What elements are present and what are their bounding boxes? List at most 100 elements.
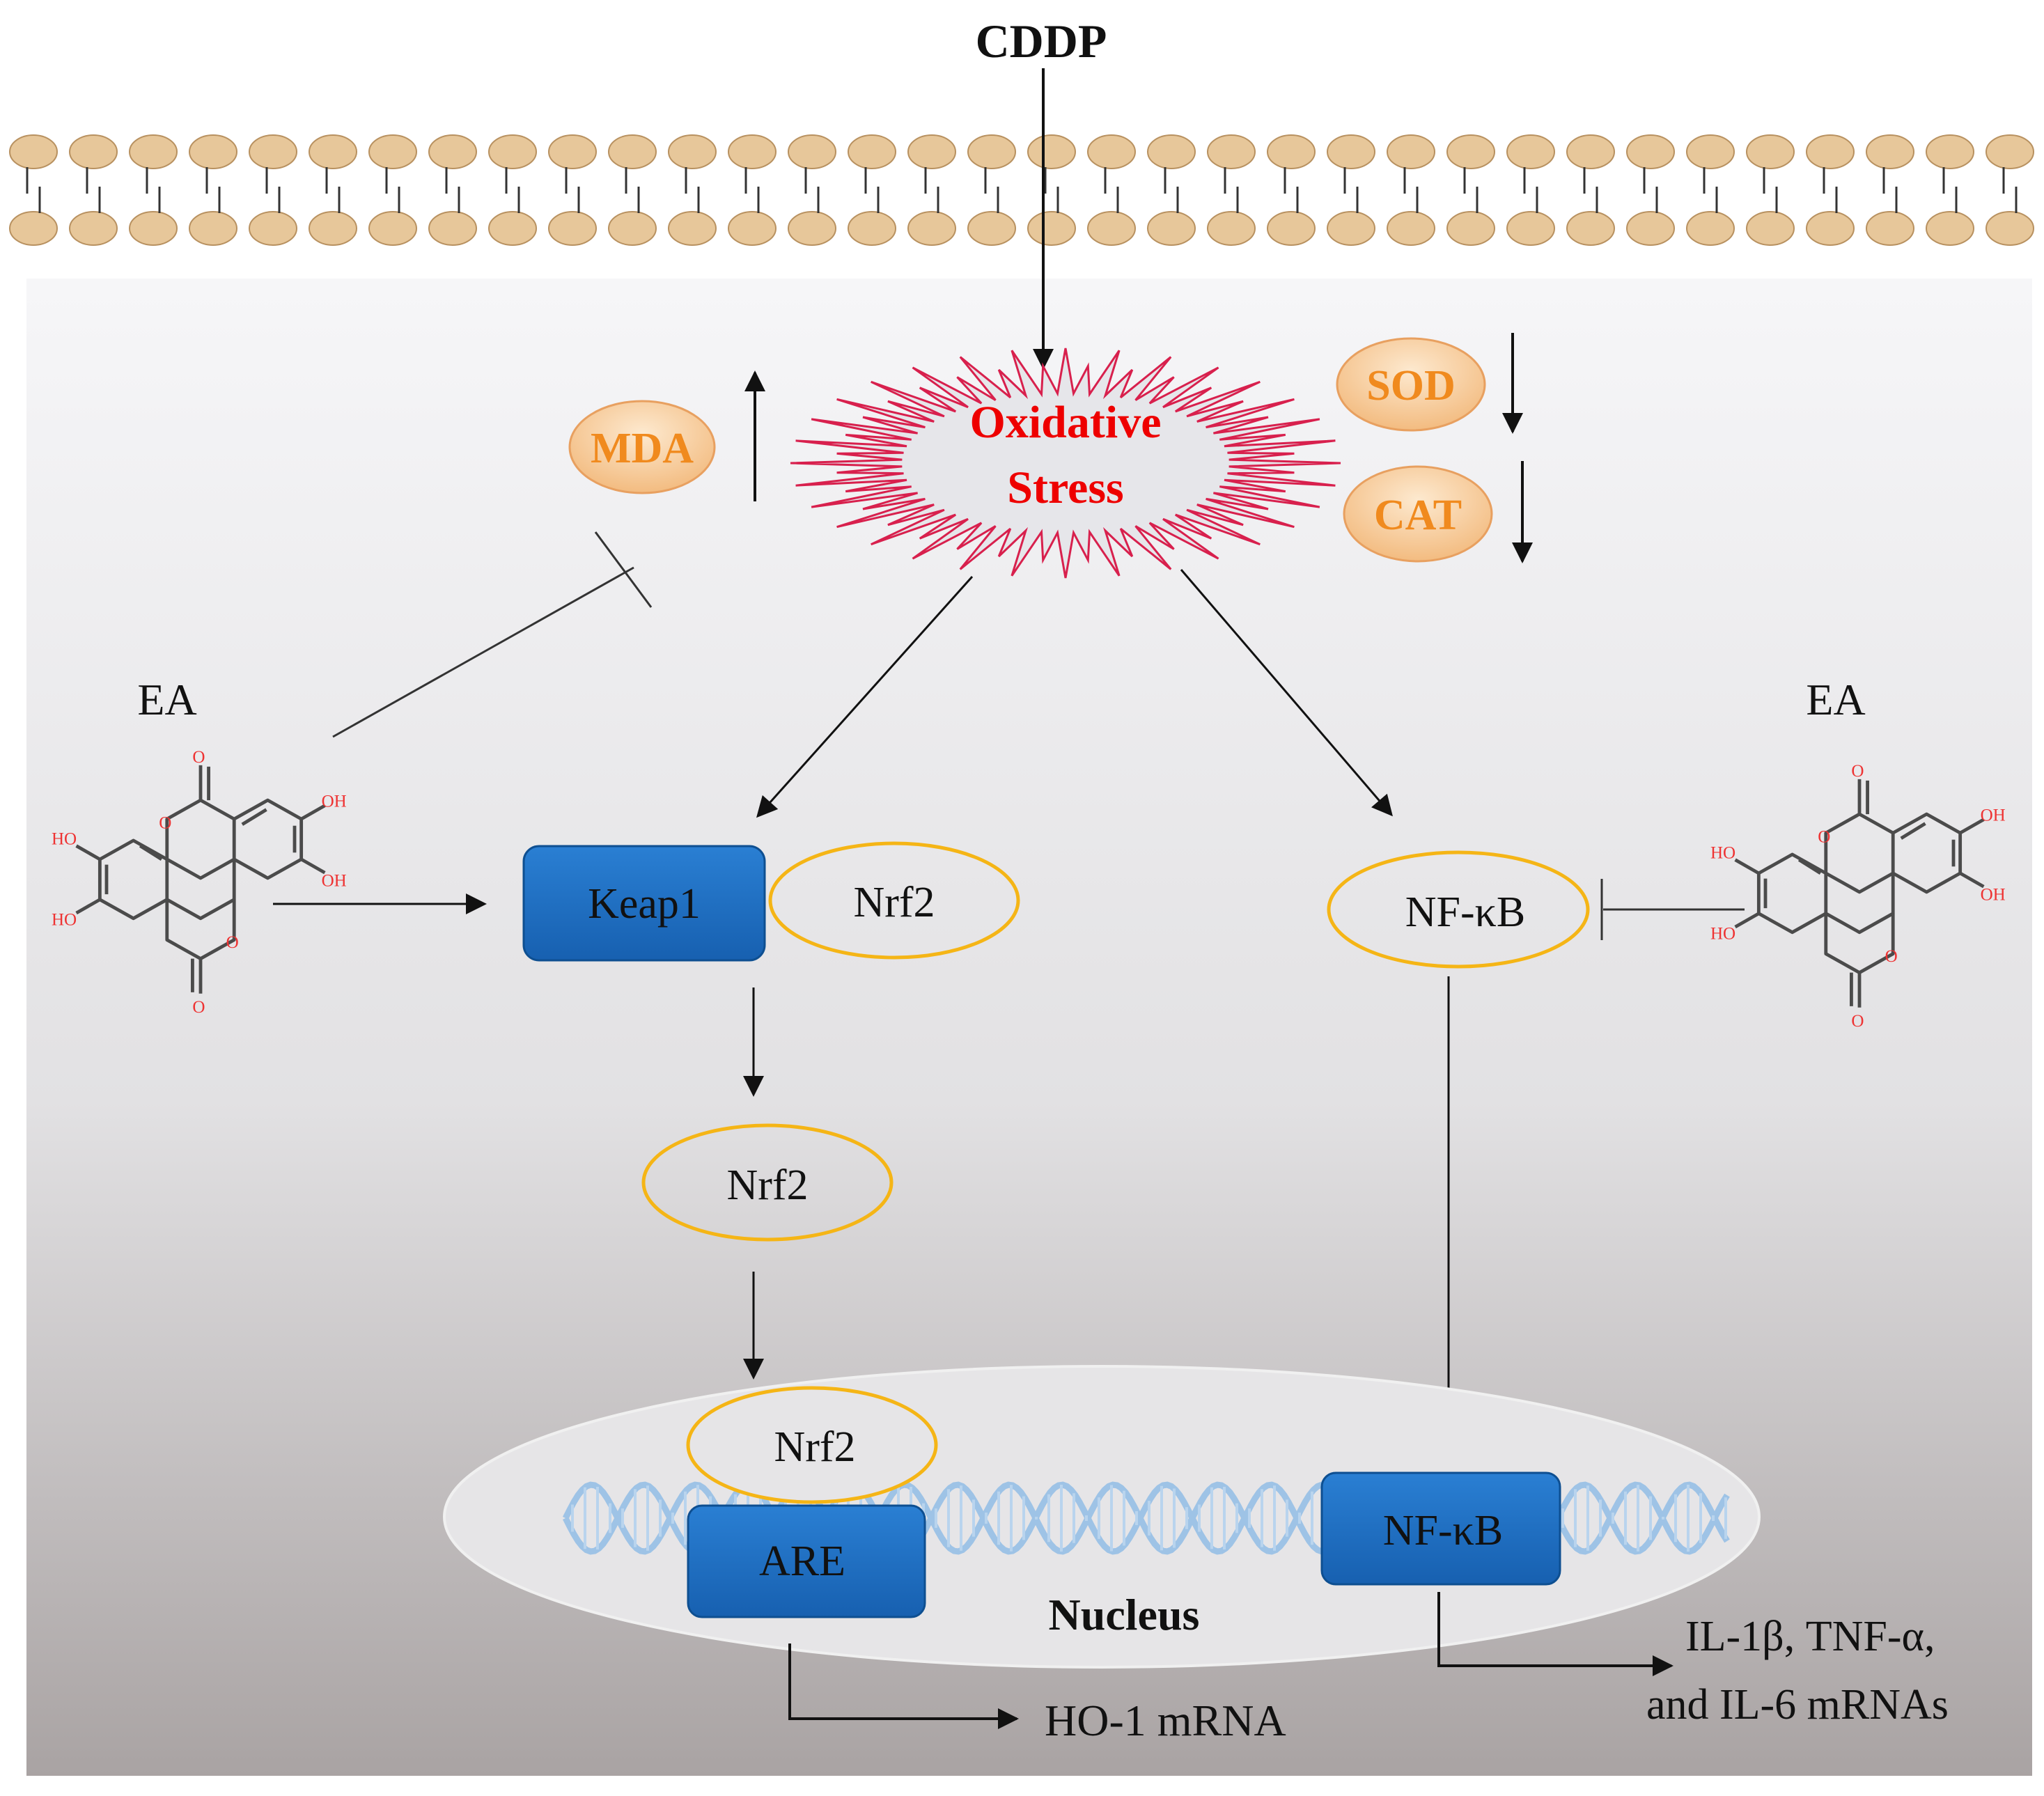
sod-label: SOD — [1366, 362, 1455, 409]
lipid-head — [1986, 211, 2034, 246]
cddp-label: CDDP — [976, 15, 1107, 68]
lipid-head — [488, 211, 537, 246]
ea-inhibit-bar — [594, 531, 653, 608]
lipid-head — [1806, 211, 1855, 246]
lipid-head — [428, 134, 477, 169]
nrf2-complex-ellipse — [768, 841, 1020, 960]
nrf2-free-label: Nrf2 — [726, 1162, 808, 1209]
lipid-head — [728, 211, 777, 246]
lipid-head — [1087, 211, 1136, 246]
lipid-head — [1506, 134, 1555, 169]
cat-label: CAT — [1374, 492, 1462, 539]
lipid-head — [728, 134, 777, 169]
lipid-head — [1267, 211, 1316, 246]
lipid-head — [129, 134, 178, 169]
stress-to-nfkb-arrow — [1180, 569, 1393, 817]
lipid-head — [1746, 134, 1795, 169]
lipid-head — [548, 211, 597, 246]
lipid-head — [1566, 211, 1615, 246]
keap1-label: Keap1 — [588, 880, 701, 928]
nfkb-to-cytokines-arrow — [1437, 1592, 1674, 1676]
lipid-head — [1387, 211, 1435, 246]
nrf2-nuclear-ellipse — [686, 1386, 938, 1504]
lipid-head — [309, 134, 357, 169]
lipid-head — [1806, 134, 1855, 169]
stress-to-keap1-arrow — [756, 575, 974, 818]
lipid-head — [1446, 134, 1495, 169]
lipid-head — [249, 211, 297, 246]
lipid-head — [129, 211, 178, 246]
lipid-head — [249, 134, 297, 169]
cell-membrane — [9, 134, 2034, 246]
lipid-head — [967, 134, 1016, 169]
ho1-mrna-label: HO-1 mRNA — [1045, 1696, 1286, 1745]
lipid-head — [1207, 211, 1256, 246]
lipid-head — [788, 211, 836, 246]
lipid-head — [608, 134, 657, 169]
lipid-head — [1926, 211, 1974, 246]
lipid-head — [1327, 134, 1375, 169]
lipid-head — [967, 211, 1016, 246]
lipid-head — [1027, 211, 1076, 246]
lipid-head — [9, 134, 58, 169]
nrf2-nuclear-label: Nrf2 — [774, 1423, 855, 1471]
lipid-head — [1506, 211, 1555, 246]
stress-line1: Oxidative — [970, 397, 1162, 448]
cytokines-line2: and IL-6 mRNAs — [1646, 1681, 1949, 1728]
nfkb-nuclear-label: NF-κB — [1383, 1507, 1504, 1554]
lipid-head — [1746, 211, 1795, 246]
lipid-head — [309, 211, 357, 246]
lipid-head — [1626, 134, 1675, 169]
lipid-head — [1147, 211, 1196, 246]
lipid-head — [428, 211, 477, 246]
lipid-head — [1446, 211, 1495, 246]
lipid-head — [1866, 211, 1914, 246]
lipid-head — [1686, 134, 1735, 169]
lipid-head — [69, 134, 118, 169]
sod-marker — [1336, 337, 1486, 432]
lipid-head — [1087, 134, 1136, 169]
lipid-head — [1566, 134, 1615, 169]
lipid-head — [9, 211, 58, 246]
lipid-head — [848, 134, 896, 169]
lipid-head — [1986, 134, 2034, 169]
lipid-head — [1147, 134, 1196, 169]
nfkb-nuclear-box — [1320, 1471, 1561, 1586]
lipid-head — [668, 211, 717, 246]
lipid-head — [1866, 134, 1914, 169]
mda-label: MDA — [591, 425, 694, 472]
ea-right-label: EA — [1806, 675, 1865, 724]
lipid-head — [548, 134, 597, 169]
nrf2-complex-label: Nrf2 — [853, 879, 935, 926]
lipid-head — [1027, 134, 1076, 169]
are-to-ho1-arrow — [788, 1643, 1019, 1729]
lipid-head — [368, 211, 417, 246]
cytokines-line1: IL-1β, TNF-α, — [1685, 1613, 1935, 1660]
nfkb-cyto-label: NF-κB — [1405, 889, 1526, 936]
lipid-head — [1327, 211, 1375, 246]
stress-line2: Stress — [1007, 462, 1123, 513]
nrf2-free-ellipse — [641, 1123, 894, 1242]
lipid-head — [1267, 134, 1316, 169]
cat-marker — [1343, 465, 1493, 563]
lipid-head — [1207, 134, 1256, 169]
lipid-head — [189, 211, 237, 246]
lipid-head — [668, 134, 717, 169]
lipid-head — [788, 134, 836, 169]
lipid-head — [1686, 211, 1735, 246]
ea-left-label: EA — [137, 675, 196, 724]
are-box — [687, 1504, 926, 1618]
lipid-head — [608, 211, 657, 246]
lipid-head — [1387, 134, 1435, 169]
lipid-head — [189, 134, 237, 169]
lipid-head — [69, 211, 118, 246]
lipid-head — [368, 134, 417, 169]
are-label: ARE — [759, 1538, 845, 1585]
mda-marker — [568, 400, 716, 494]
lipid-head — [1626, 211, 1675, 246]
lipid-head — [488, 134, 537, 169]
keap1-box — [522, 845, 766, 962]
nfkb-cyto-ellipse — [1327, 850, 1590, 969]
lipid-head — [907, 134, 956, 169]
